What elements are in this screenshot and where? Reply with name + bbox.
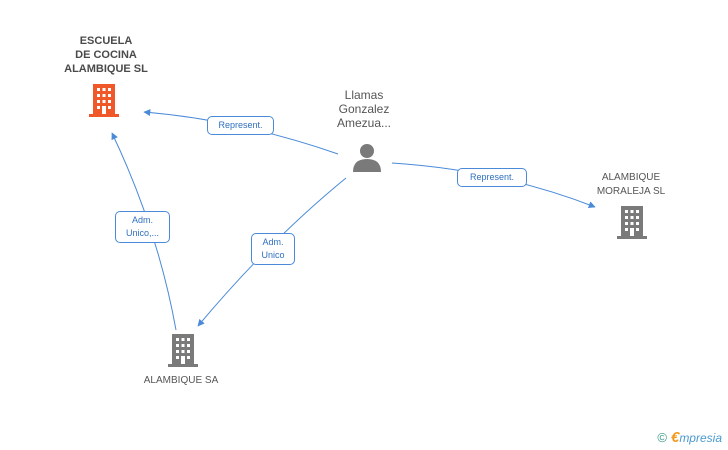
edge-label-line: Unico,... (125, 228, 159, 238)
edge-label-line: Represent. (469, 172, 515, 182)
node-label-line: ESCUELA (79, 35, 133, 47)
edge-label-person-alambique-sa[interactable]: Adm. Unico (251, 233, 295, 265)
node-label-escuela[interactable]: ESCUELA DE COCINA ALAMBIQUE SL (46, 34, 166, 76)
copyright-symbol: © (657, 430, 667, 445)
node-label-line: Llamas (344, 88, 384, 102)
node-label-line: DE COCINA (75, 49, 137, 61)
brand-logo-text: mpresia (679, 431, 722, 445)
node-label-line: Gonzalez (338, 102, 390, 116)
brand-logo-mark: € (670, 429, 680, 446)
edge-label-person-moraleja[interactable]: Represent. (457, 168, 527, 187)
person-icon[interactable] (353, 144, 381, 172)
node-label-line: ALAMBIQUE SL (64, 63, 148, 75)
edge-label-alambique-sa-escuela[interactable]: Adm. Unico,... (115, 211, 170, 243)
node-label-person[interactable]: Llamas Gonzalez Amezua... (314, 88, 414, 130)
building-icon[interactable] (89, 84, 119, 117)
edge-label-line: Adm. (131, 215, 153, 225)
edge-label-line: Adm. (262, 237, 284, 247)
node-label-line: MORALEJA SL (596, 186, 666, 197)
brand-footer: ©€mpresia (657, 429, 722, 446)
node-label-line: Amezua... (336, 116, 392, 130)
building-icon[interactable] (617, 206, 647, 239)
node-label-moraleja[interactable]: ALAMBIQUE MORALEJA SL (576, 171, 686, 199)
edge-label-line: Unico (261, 250, 285, 260)
node-label-alambique-sa[interactable]: ALAMBIQUE SA (126, 374, 236, 388)
building-icon[interactable] (168, 334, 198, 367)
edge-label-person-escuela[interactable]: Represent. (207, 116, 274, 135)
node-label-line: ALAMBIQUE SA (143, 375, 219, 386)
node-label-line: ALAMBIQUE (601, 172, 661, 183)
edge-label-line: Represent. (218, 120, 263, 130)
